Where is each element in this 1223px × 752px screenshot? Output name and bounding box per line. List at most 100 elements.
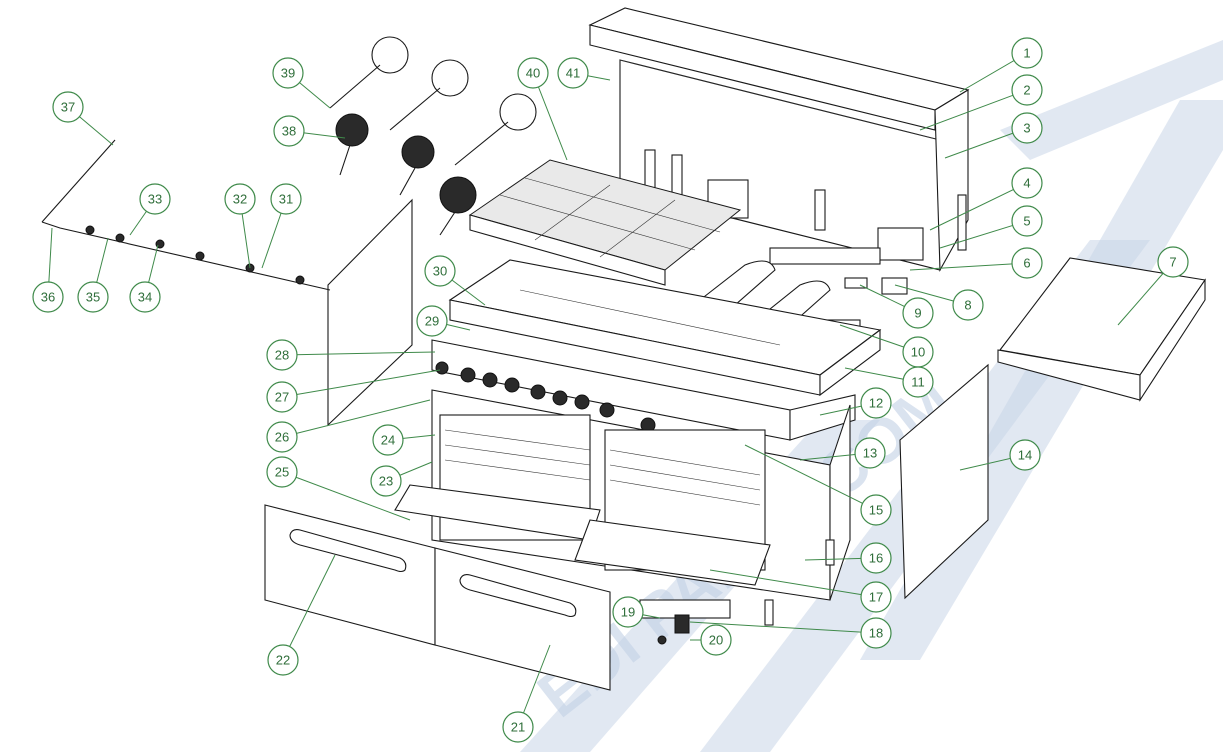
callout-number: 20: [709, 633, 723, 648]
callout-number: 5: [1023, 214, 1030, 229]
callout-32: 32: [224, 183, 256, 269]
callout-29: 29: [416, 305, 471, 337]
callout-circle: [700, 624, 732, 656]
callout-number: 11: [911, 375, 925, 390]
callout-30: 30: [424, 255, 486, 306]
callout-circle: [272, 57, 304, 89]
callout-circle: [902, 297, 934, 329]
callout-24: 24: [372, 424, 436, 456]
callout-circle: [902, 366, 934, 398]
callout-number: 1: [1023, 46, 1030, 61]
callout-number: 35: [86, 290, 100, 305]
callout-number: 28: [275, 348, 289, 363]
callout-number: 21: [511, 720, 525, 735]
small-components: [769, 247, 908, 295]
callout-7: 7: [1117, 246, 1189, 326]
callout-8: 8: [894, 284, 984, 321]
callout-40: 40: [517, 57, 568, 161]
callout-leader-line: [282, 554, 336, 661]
callout-circle: [267, 644, 299, 676]
callout-27: 27: [266, 369, 441, 413]
callout-number: 8: [964, 298, 971, 313]
callout-15: 15: [744, 444, 892, 526]
callout-circle: [517, 57, 549, 89]
callout-number: 10: [911, 345, 925, 360]
callout-number: 19: [621, 605, 635, 620]
callout-number: 26: [275, 430, 289, 445]
callout-35: 35: [77, 237, 109, 313]
callout-circle: [854, 437, 886, 469]
callout-circle: [266, 339, 298, 371]
gas-regulator-parts: [639, 599, 731, 645]
callout-number: 23: [379, 474, 393, 489]
callout-circle: [370, 465, 402, 497]
callout-number: 27: [275, 390, 289, 405]
callout-14: 14: [959, 439, 1041, 471]
callout-circle: [270, 183, 302, 215]
callout-38: 38: [273, 115, 346, 147]
callout-circle: [266, 456, 298, 488]
callout-circle: [1157, 246, 1189, 278]
callout-number: 9: [914, 306, 921, 321]
callout-number: 32: [233, 192, 247, 207]
callout-circle: [372, 424, 404, 456]
callout-number: 34: [138, 290, 152, 305]
gas-manifold: [41, 139, 331, 291]
callout-leader-line: [281, 471, 411, 521]
callout-20: 20: [690, 624, 732, 656]
callout-number: 29: [425, 314, 439, 329]
callout-number: 16: [869, 551, 883, 566]
callout-number: 12: [869, 396, 883, 411]
callout-leader-line: [929, 182, 1028, 231]
cooktop-frame: [448, 259, 882, 397]
callout-number: 22: [276, 653, 290, 668]
callout-5: 5: [939, 205, 1043, 249]
callout-number: 30: [433, 264, 447, 279]
callout-circle: [266, 421, 298, 453]
callout-12: 12: [819, 387, 892, 419]
drawer-fronts: [264, 504, 611, 691]
callout-31: 31: [261, 183, 302, 269]
callout-circle: [52, 91, 84, 123]
callout-circle: [1011, 205, 1043, 237]
callout-number: 38: [282, 124, 296, 139]
callout-18: 18: [689, 617, 892, 649]
callout-circle: [557, 57, 589, 89]
callout-19: 19: [612, 596, 661, 628]
callout-circle: [1011, 167, 1043, 199]
callout-number: 2: [1023, 83, 1030, 98]
callout-number: 39: [281, 66, 295, 81]
callout-circle: [1011, 112, 1043, 144]
callout-leader-line: [919, 89, 1028, 131]
cast-iron-grates: [468, 159, 742, 286]
callout-number: 6: [1023, 256, 1030, 271]
callout-circle: [502, 711, 534, 743]
callout-circle: [139, 183, 171, 215]
callout-number: 36: [41, 290, 55, 305]
callout-33: 33: [129, 183, 171, 236]
callout-circle: [129, 281, 161, 313]
callout-36: 36: [32, 227, 64, 313]
callout-4: 4: [929, 167, 1043, 231]
callout-circle: [860, 494, 892, 526]
callout-circle: [612, 596, 644, 628]
callout-number: 31: [279, 192, 293, 207]
callout-circle: [860, 581, 892, 613]
callout-number: 14: [1018, 448, 1032, 463]
callout-17: 17: [709, 569, 892, 613]
callout-28: 28: [266, 339, 436, 371]
callout-25: 25: [266, 456, 411, 521]
callout-13: 13: [799, 437, 886, 469]
callout-number: 33: [148, 192, 162, 207]
callout-leader-line: [909, 262, 1028, 271]
callout-number: 13: [863, 446, 877, 461]
callout-23: 23: [370, 461, 433, 497]
callout-circle: [1009, 439, 1041, 471]
callout-circle: [266, 381, 298, 413]
callout-circle: [424, 255, 456, 287]
callout-9: 9: [859, 284, 934, 329]
callout-number: 24: [381, 433, 395, 448]
callout-number: 18: [869, 626, 883, 641]
callout-3: 3: [944, 112, 1043, 159]
callout-21: 21: [502, 644, 551, 743]
